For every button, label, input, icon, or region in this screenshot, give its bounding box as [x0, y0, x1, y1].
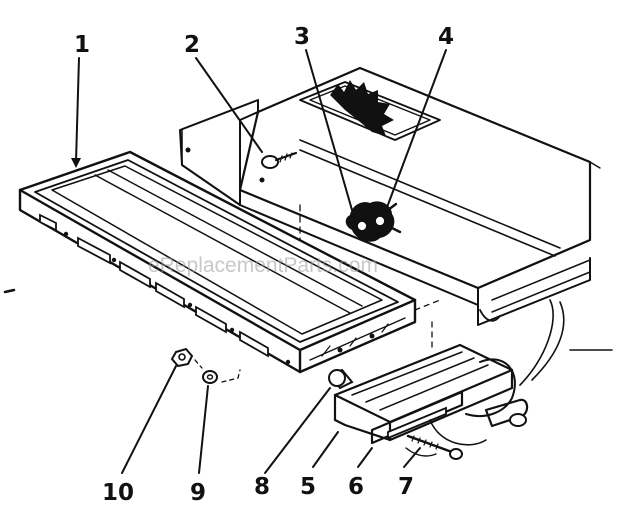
callout-4: 4 — [438, 24, 454, 50]
part-1-table-extension — [3, 150, 441, 374]
part-8-spacer — [328, 368, 354, 390]
callout-2: 2 — [184, 32, 200, 58]
leader-lines — [71, 49, 447, 474]
callout-10: 10 — [102, 480, 134, 506]
part-9-washer — [194, 359, 241, 384]
part-3-4-knob — [345, 201, 402, 242]
callout-7: 7 — [398, 474, 414, 500]
callout-8: 8 — [254, 474, 270, 500]
callout-1: 1 — [74, 32, 90, 58]
motor-housing — [405, 299, 613, 457]
part-2-screw — [261, 151, 298, 169]
callout-9: 9 — [190, 480, 206, 506]
part-10-nut — [170, 347, 194, 368]
callout-labels: 1 2 3 4 5 6 7 8 9 10 — [74, 24, 454, 506]
part-6-bracket — [370, 390, 464, 445]
callout-3: 3 — [294, 24, 310, 50]
callout-5: 5 — [300, 474, 316, 500]
callout-6: 6 — [348, 474, 364, 500]
saw-table — [238, 66, 601, 326]
watermark: eReplacementParts.com — [148, 254, 378, 277]
part-7-bolt — [406, 434, 463, 460]
